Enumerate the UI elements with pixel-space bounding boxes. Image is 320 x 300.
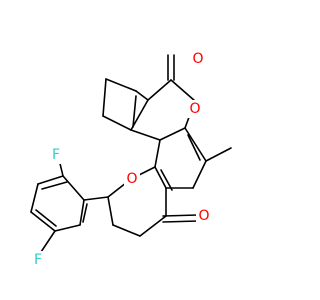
bond xyxy=(30,183,39,213)
bond xyxy=(102,115,132,131)
molecule-canvas: O O O O F F xyxy=(30,50,232,269)
bond xyxy=(159,127,186,141)
pyran-oxygen-label: O xyxy=(126,171,137,187)
label-background xyxy=(124,170,140,188)
carbonyl-oxygen-label: O xyxy=(192,51,203,67)
ketone-oxygen-label: O xyxy=(198,208,209,224)
bond xyxy=(160,169,173,191)
bond xyxy=(162,220,199,223)
bond xyxy=(35,209,57,227)
label-background xyxy=(187,100,203,118)
label-background xyxy=(49,146,63,164)
bond xyxy=(105,78,137,92)
label-background xyxy=(196,207,212,225)
bond xyxy=(154,139,161,168)
bond xyxy=(54,224,81,232)
bond xyxy=(132,95,137,128)
label-background xyxy=(190,50,206,68)
bond xyxy=(83,196,109,201)
bond xyxy=(139,215,167,237)
bond xyxy=(41,181,68,190)
label-background xyxy=(31,251,45,269)
bond xyxy=(37,175,64,185)
bond xyxy=(187,134,201,161)
fluorine-top-label: F xyxy=(52,147,60,163)
bond xyxy=(130,129,161,141)
lactone-oxygen-label: O xyxy=(189,101,200,117)
bond xyxy=(135,90,149,101)
bond xyxy=(112,224,141,237)
bond xyxy=(162,214,199,217)
bond xyxy=(170,79,196,102)
molecule-structure: O O O O F F xyxy=(30,50,232,269)
bond xyxy=(147,79,172,101)
bond xyxy=(192,160,207,189)
bond xyxy=(154,166,167,189)
bond xyxy=(82,203,88,223)
bond xyxy=(184,127,207,162)
bond xyxy=(30,211,56,232)
bond xyxy=(107,196,114,226)
fluorine-bottom-label: F xyxy=(34,252,42,268)
bond xyxy=(205,147,232,162)
bond xyxy=(102,78,107,117)
bond xyxy=(79,199,85,226)
bond xyxy=(62,175,85,201)
